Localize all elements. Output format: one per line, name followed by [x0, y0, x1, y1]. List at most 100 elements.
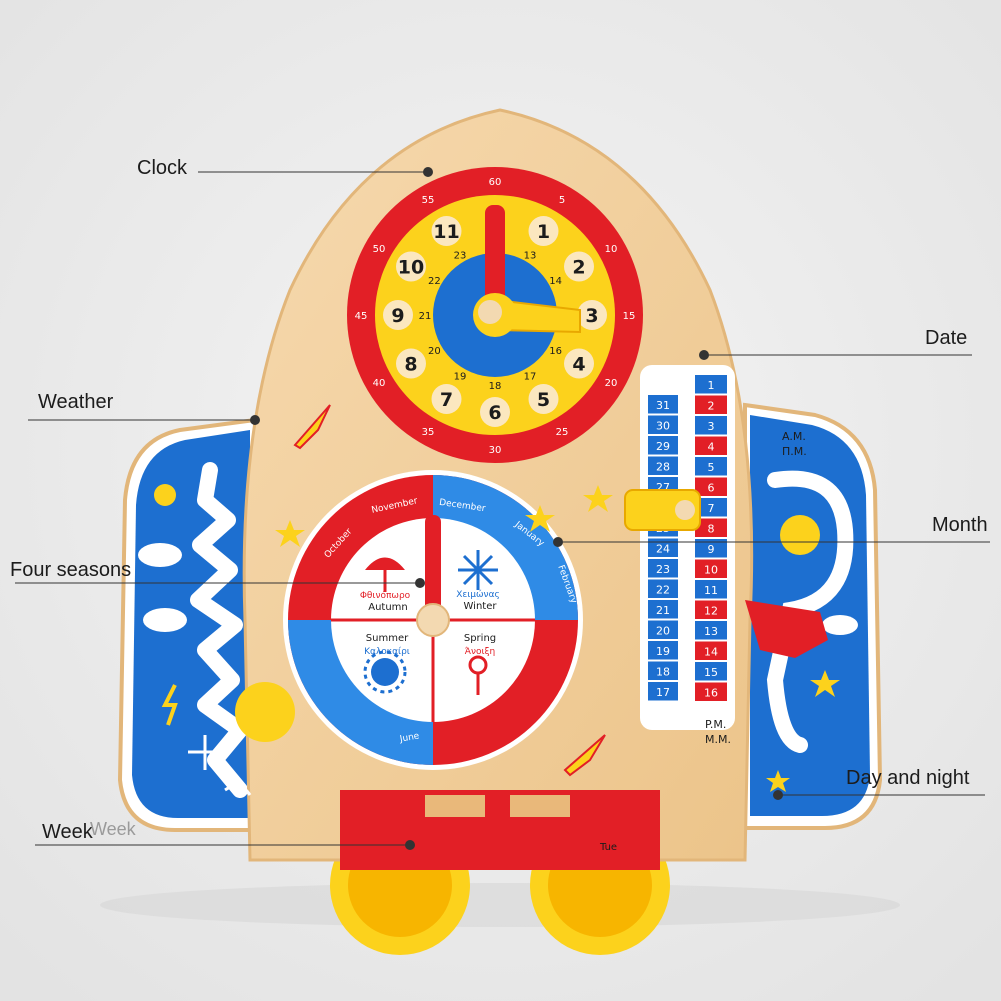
date-cell — [648, 600, 678, 619]
star-icon-night — [810, 670, 840, 697]
clock-hour-disc — [528, 215, 559, 246]
clock-minute-label: 30 — [489, 445, 502, 456]
date-cell — [695, 600, 727, 619]
snowflake-icon — [458, 550, 498, 590]
lightning-icon — [161, 684, 178, 726]
date-cell-label: 28 — [656, 461, 670, 474]
pm-label: P.M. — [705, 718, 726, 731]
date-cell-label: 20 — [656, 625, 670, 638]
clock-minute-label: 55 — [422, 195, 435, 206]
snow-icon — [188, 735, 222, 770]
clock-24h-label: 18 — [489, 381, 502, 392]
date-cell-label: 13 — [704, 625, 718, 638]
date-cell — [695, 375, 727, 394]
clock-24h-label: 21 — [419, 311, 432, 322]
date-cell-label: 24 — [656, 543, 670, 556]
date-cell — [695, 498, 727, 517]
date-cell-label: 31 — [656, 399, 670, 412]
date-cell-label: 10 — [704, 564, 718, 577]
date-cell — [695, 580, 727, 599]
cloud-icon — [138, 543, 182, 567]
date-cell — [695, 662, 727, 681]
month-june: June — [398, 731, 420, 745]
date-cell — [695, 518, 727, 537]
clock-minute-label: 10 — [605, 244, 618, 255]
clock-hour-disc — [431, 215, 462, 246]
callout-day-and-night: Day and night — [846, 767, 970, 789]
clock-hour-label: 3 — [585, 305, 598, 327]
am-gr-label: Π.Μ. — [782, 445, 807, 458]
flower-icon — [468, 655, 488, 695]
date-cell-label: 16 — [704, 687, 718, 700]
clock-minute-label: 40 — [373, 378, 386, 389]
date-cell-label: 5 — [708, 461, 715, 474]
clock-hour-label: 10 — [398, 257, 424, 279]
date-cell — [648, 538, 678, 557]
date-cell-label: 6 — [708, 482, 715, 495]
season-winter: Winter — [464, 601, 498, 612]
clock-hour-label: 8 — [404, 354, 417, 376]
date-cell — [695, 477, 727, 496]
clock-hour-label: 11 — [433, 221, 459, 243]
weather-knob[interactable] — [235, 682, 295, 742]
week-window-2 — [510, 795, 570, 817]
clock-hour-disc — [577, 300, 607, 330]
date-cell-label: 12 — [704, 605, 718, 618]
date-cell — [695, 559, 727, 578]
clock-hour-label: 9 — [391, 305, 404, 327]
day-night-rocket-slider[interactable] — [745, 600, 828, 658]
clock-minute-label: 20 — [605, 378, 618, 389]
date-cell-label: 30 — [656, 420, 670, 433]
date-strip: 3130292827262524232221201918171234567891… — [640, 365, 735, 730]
comet-icon — [293, 404, 331, 450]
date-cell-label: 19 — [656, 645, 670, 658]
clock-minute-label: 45 — [355, 311, 368, 322]
callout-month: Month — [932, 514, 988, 536]
clock-minute-label: 25 — [556, 427, 569, 438]
date-cell — [695, 621, 727, 640]
season-spring: Spring — [464, 633, 496, 644]
comet-icon — [563, 734, 606, 777]
callout-lines — [15, 171, 990, 846]
date-cell — [695, 436, 727, 455]
clock-hour-disc — [431, 384, 462, 415]
date-cell — [695, 457, 727, 476]
season-autumn-gr: Φθινόπωρο — [360, 590, 411, 601]
date-cell-label: 18 — [656, 666, 670, 679]
clock-hour-disc — [395, 251, 426, 282]
clock-hour-disc — [383, 300, 413, 330]
clock-24h-label: 23 — [454, 250, 467, 261]
rain-cloud-icon — [143, 608, 187, 632]
clock-24h-label: 16 — [549, 346, 562, 357]
date-cell — [648, 682, 678, 701]
date-cell — [648, 661, 678, 680]
clock-24h-label: 19 — [454, 372, 467, 383]
callout-dots — [250, 167, 783, 850]
date-cell — [695, 395, 727, 414]
date-cell-label: 15 — [704, 666, 718, 679]
seasons-hand[interactable] — [425, 515, 441, 620]
clock-hour-label: 5 — [537, 389, 550, 411]
weather-track — [190, 462, 248, 798]
date-slider-knob[interactable] — [675, 500, 695, 520]
date-cell — [695, 539, 727, 558]
date-slider[interactable] — [624, 489, 701, 531]
date-cell-label: 23 — [656, 563, 670, 576]
seasons-knob[interactable] — [416, 603, 450, 637]
date-cell-label: 17 — [656, 686, 670, 699]
clock-minute-label: 50 — [373, 244, 386, 255]
umbrella-icon — [365, 557, 405, 592]
season-summer: Summer — [366, 633, 409, 644]
date-cell-label: 1 — [708, 379, 715, 392]
clock-hour-hand[interactable] — [485, 205, 505, 315]
clock-hour-label: 6 — [488, 402, 501, 424]
date-cell — [648, 415, 678, 434]
cloud-icon-day — [822, 615, 858, 635]
date-cell — [695, 641, 727, 660]
star-icon — [275, 520, 305, 547]
sun-icon — [154, 484, 176, 506]
sun-icon-day — [780, 515, 820, 555]
